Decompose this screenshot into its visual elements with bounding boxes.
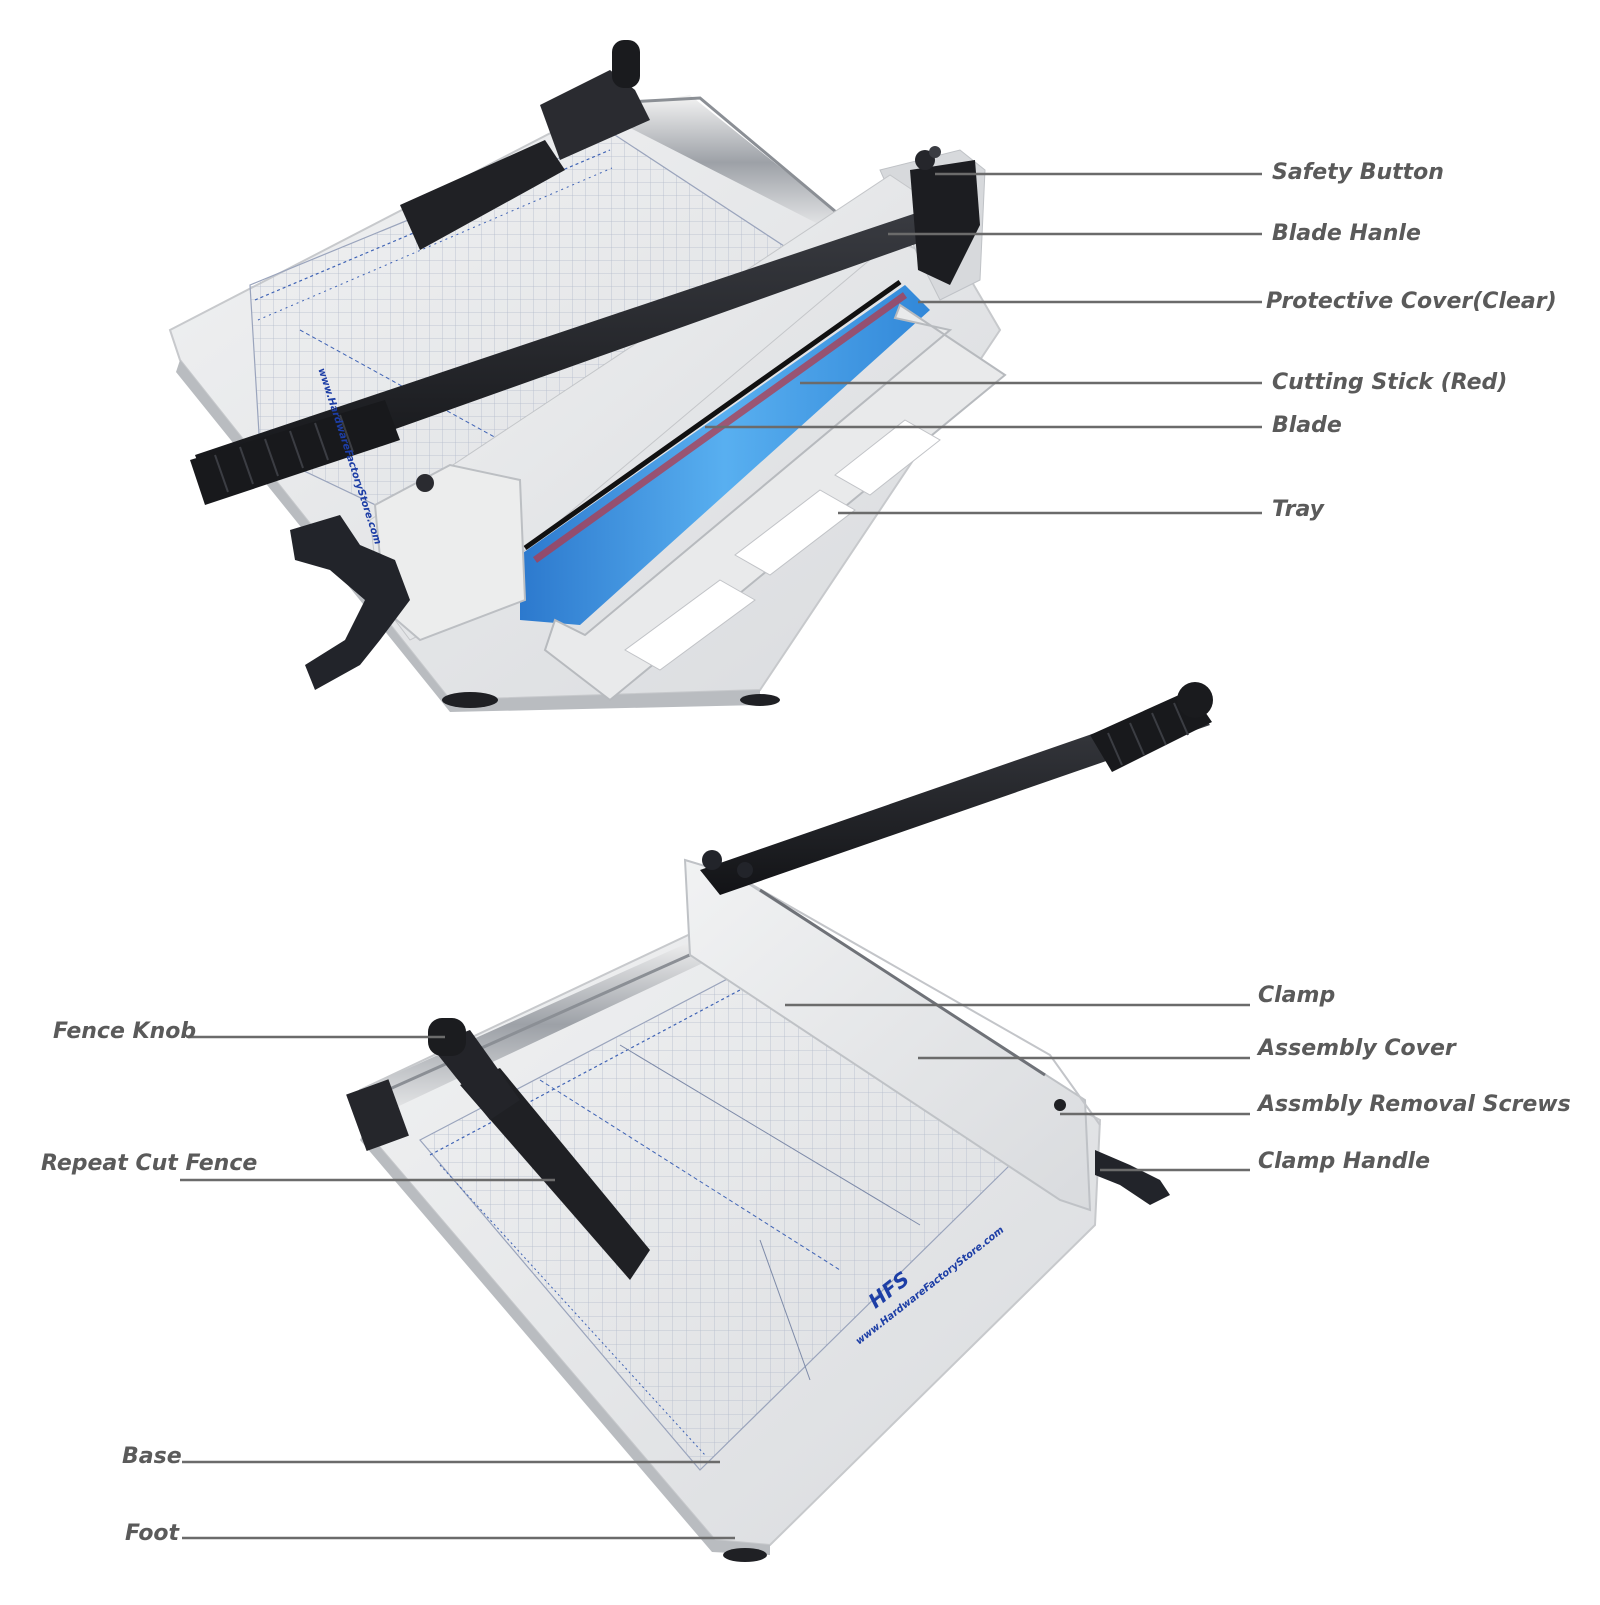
label-clamp: Clamp <box>1258 983 1336 1008</box>
label-blade-handle: Blade Hanle <box>1272 221 1421 246</box>
label-safety-button: Safety Button <box>1272 160 1444 185</box>
label-base: Base <box>122 1444 182 1469</box>
label-foot: Foot <box>125 1521 180 1546</box>
label-repeat-cut-fence: Repeat Cut Fence <box>41 1151 258 1176</box>
label-fence-knob: Fence Knob <box>53 1019 197 1044</box>
label-assembly-cover: Assembly Cover <box>1258 1036 1456 1061</box>
top-cutter-view: www.HardwareFactoryStore.com <box>168 40 1007 712</box>
label-protective-cover: Protective Cover(Clear) <box>1266 289 1557 314</box>
label-assembly-removal-screws: Assmbly Removal Screws <box>1258 1092 1571 1117</box>
label-cutting-stick: Cutting Stick (Red) <box>1272 370 1508 395</box>
label-clamp-handle: Clamp Handle <box>1258 1149 1430 1174</box>
label-tray: Tray <box>1272 497 1324 522</box>
bottom-cutter-view: HFS www.HardwareFactoryStore.com <box>346 682 1213 1562</box>
label-blade: Blade <box>1272 413 1342 438</box>
